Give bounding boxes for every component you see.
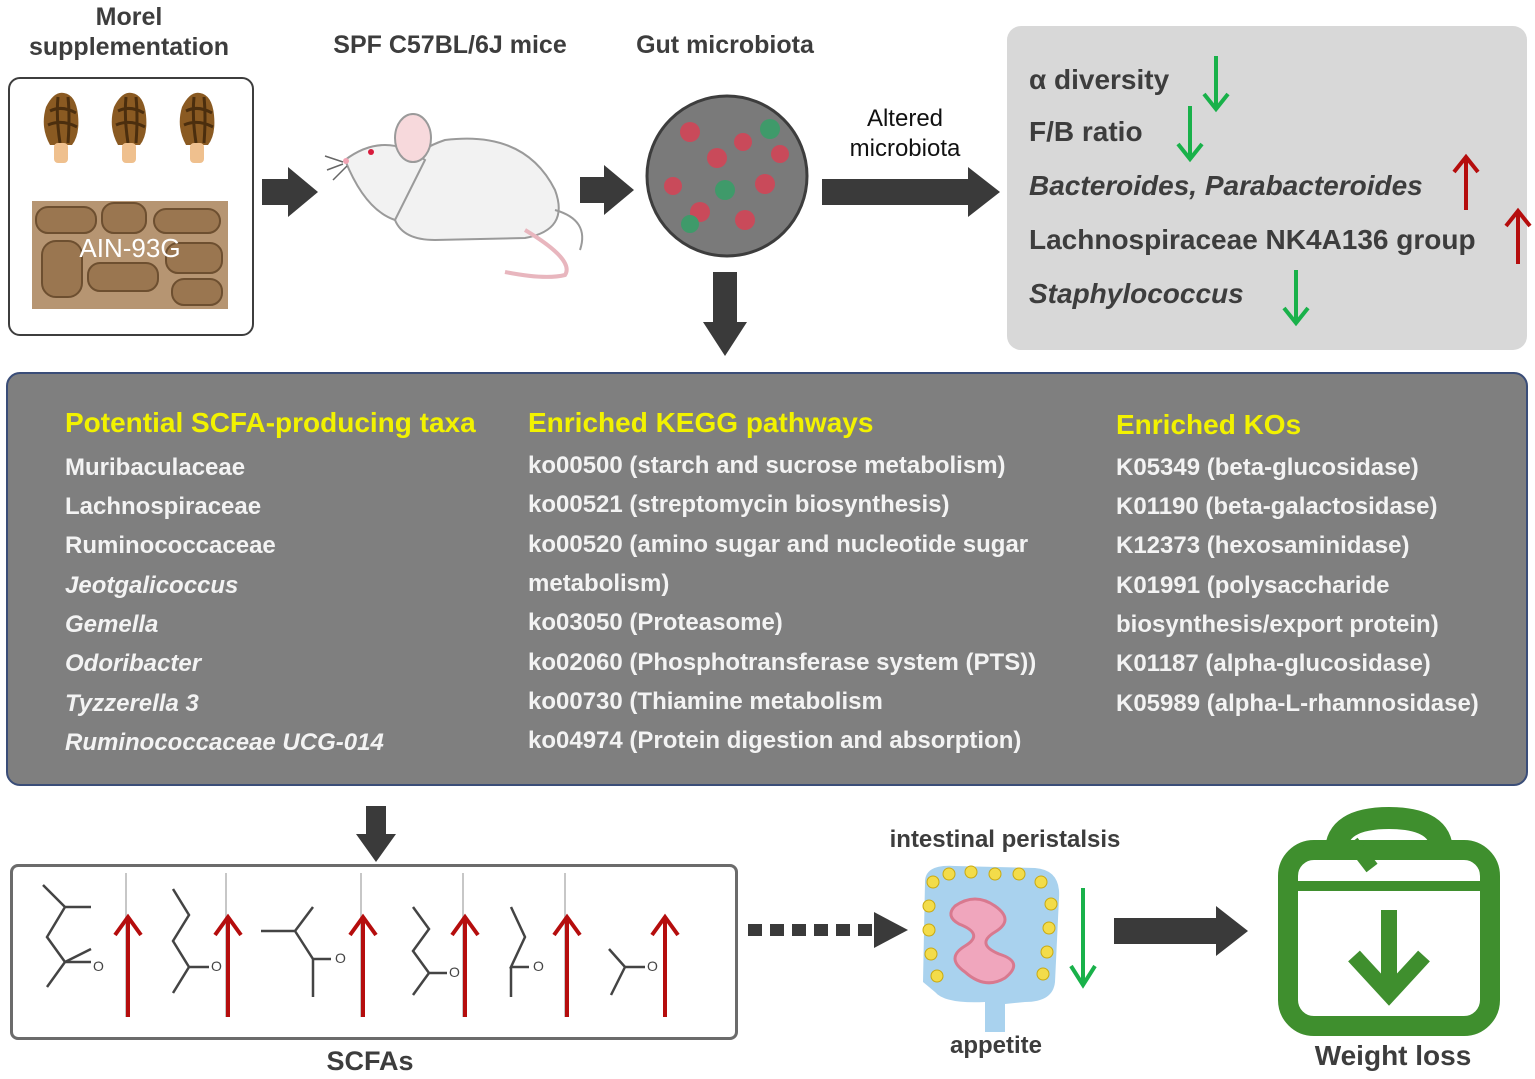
kegg-item: ko00500 (starch and sucrose metabolism)	[528, 452, 1006, 479]
up-arrow-icon	[1452, 153, 1480, 210]
supplement-box: AIN-93G	[8, 77, 254, 336]
microbiota-results-box: α diversity F/B ratio Bacteroides, Parab…	[1007, 26, 1527, 350]
result-alpha-diversity: α diversity	[1029, 64, 1170, 95]
peristalsis-label: intestinal peristalsis	[889, 826, 1121, 853]
mouse-illustration	[324, 113, 584, 279]
morel-label: Morel supplementation	[28, 3, 229, 61]
altered-label: Altered microbiota	[849, 105, 961, 162]
svg-text:O: O	[533, 958, 544, 974]
taxa-item: Gemella	[65, 611, 159, 638]
result-lachnospiraceae: Lachnospiraceae NK4A136 group	[1029, 224, 1476, 255]
arrow-microbiota-to-results	[822, 167, 1000, 217]
weight-loss-label: Weight loss	[1314, 1040, 1472, 1071]
result-fb-ratio: F/B ratio	[1029, 116, 1143, 147]
down-arrow-icon	[1282, 270, 1310, 327]
taxa-heading: Potential SCFA-producing taxa	[65, 407, 476, 438]
taxa-item: Jeotgalicoccus	[65, 572, 239, 599]
morel-mushroom-icon	[43, 91, 216, 165]
down-arrow-icon	[1176, 106, 1204, 163]
appetite-label: appetite	[949, 1032, 1042, 1059]
ko-item: K01190 (beta-galactosidase)	[1116, 493, 1438, 520]
taxa-item: Ruminococcaceae UCG-014	[65, 729, 384, 756]
scfas-label: SCFAs	[326, 1046, 414, 1076]
svg-text:O: O	[449, 964, 460, 980]
down-arrow-icon	[1069, 888, 1097, 989]
ko-item: K01187 (alpha-glucosidase)	[1116, 650, 1431, 677]
weight-scale-icon	[1278, 806, 1500, 1036]
kegg-item: metabolism)	[528, 570, 670, 597]
svg-text:O: O	[93, 958, 104, 974]
ko-item: K01991 (polysaccharide	[1116, 572, 1390, 599]
svg-text:O: O	[335, 950, 346, 966]
kegg-item: ko00520 (amino sugar and nucleotide suga…	[528, 531, 1029, 558]
ko-item: K12373 (hexosaminidase)	[1116, 532, 1410, 559]
kegg-item: ko02060 (Phosphotransferase system (PTS)…	[528, 649, 1037, 676]
taxa-item: Tyzzerella 3	[65, 690, 199, 717]
bacteria-dish-icon	[645, 94, 809, 258]
kegg-item: ko04974 (Protein digestion and absorptio…	[528, 727, 1022, 754]
kegg-item: ko03050 (Proteasome)	[528, 609, 783, 636]
kos-heading: Enriched KOs	[1116, 409, 1302, 440]
taxa-item: Lachnospiraceae	[65, 493, 262, 520]
result-staphylococcus: Staphylococcus	[1029, 278, 1244, 309]
svg-text:O: O	[647, 958, 658, 974]
arrow-supp-to-mice	[262, 167, 318, 217]
taxa-item: Ruminococcaceae	[65, 532, 276, 559]
down-arrow-icon	[1202, 56, 1230, 113]
ko-item: biosynthesis/export protein)	[1116, 611, 1439, 638]
kegg-item: ko00730 (Thiamine metabolism	[528, 688, 883, 715]
ko-item: K05349 (beta-glucosidase)	[1116, 454, 1419, 481]
taxa-item: Muribaculaceae	[65, 454, 246, 481]
functional-panel: Potential SCFA-producing taxa Muribacula…	[6, 372, 1528, 786]
result-bacteroides: Bacteroides, Parabacteroides	[1029, 170, 1423, 201]
arrow-microbiota-down	[703, 272, 747, 356]
arrow-panel-to-scfas	[356, 806, 396, 862]
dashed-arrow	[748, 912, 908, 948]
up-arrow-icon	[1504, 207, 1532, 264]
kegg-heading: Enriched KEGG pathways	[528, 407, 874, 438]
taxa-item: Odoribacter	[65, 650, 202, 677]
ko-item: K05989 (alpha-L-rhamnosidase)	[1116, 690, 1479, 717]
feed-pellets-image	[32, 201, 228, 309]
arrow-to-weight-loss	[1114, 906, 1248, 956]
microbiota-label: Gut microbiota	[636, 31, 814, 59]
svg-text:O: O	[211, 958, 222, 974]
arrow-mice-to-microbiota	[580, 165, 634, 215]
intestine-illustration	[922, 865, 1060, 1032]
kegg-item: ko00521 (streptomycin biosynthesis)	[528, 491, 950, 518]
diet-label: AIN-93G	[79, 233, 181, 263]
mice-label: SPF C57BL/6J mice	[333, 31, 567, 59]
